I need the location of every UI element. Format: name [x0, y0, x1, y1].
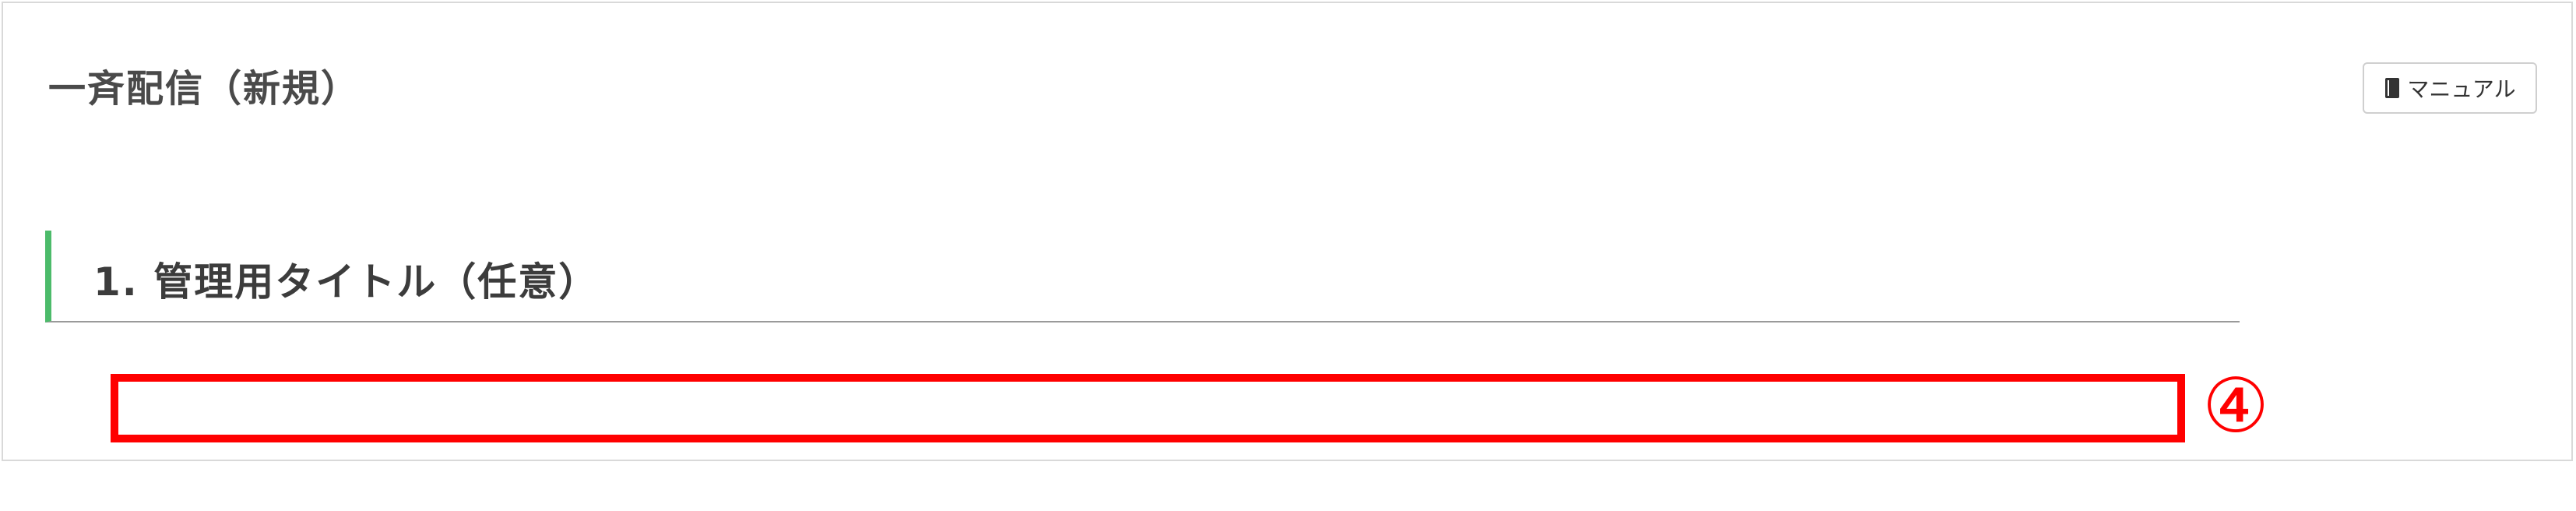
manual-button[interactable]: マニュアル: [2363, 62, 2537, 114]
page-title: 一斉配信（新規）: [48, 67, 361, 111]
management-title-input[interactable]: [111, 374, 2185, 442]
book-icon: [2384, 77, 2401, 99]
manual-button-label: マニュアル: [2407, 76, 2516, 102]
section-heading-text: 1. 管理用タイトル（任意）: [93, 259, 600, 305]
step-marker: ④: [2201, 362, 2270, 449]
content-panel: 一斉配信（新規） マニュアル 1. 管理用タイトル（任意） ④: [2, 2, 2573, 461]
section-heading: 1. 管理用タイトル（任意）: [45, 231, 2240, 322]
